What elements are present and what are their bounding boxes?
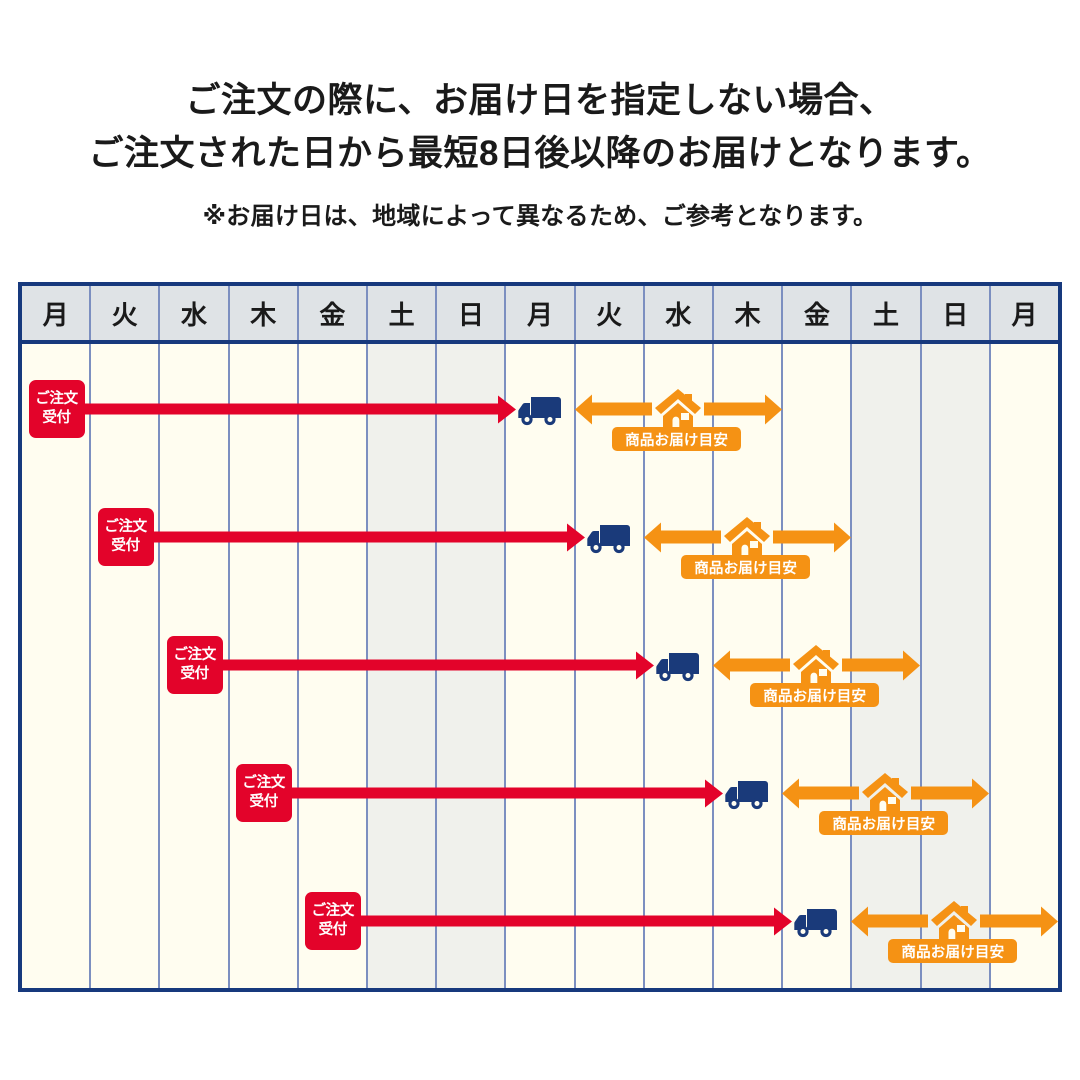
weekday-header-cell: 月 xyxy=(22,286,92,340)
order-badge-line-1: ご注文 xyxy=(311,903,355,919)
order-badge-line-1: ご注文 xyxy=(173,647,216,663)
order-badge-line-1: ご注文 xyxy=(35,391,78,407)
weekday-header-row: 月火水木金土日月火水木金土日月 xyxy=(22,286,1058,344)
delivery-estimate-label: 商品お届け目安 xyxy=(681,555,811,579)
timeline-row: ご注文受付商品お届け目安 xyxy=(22,359,1058,459)
calendar-timeline-rows: ご注文受付商品お届け目安ご注文受付商品お届け目安ご注文受付商品お届け目安ご注文受… xyxy=(22,344,1058,988)
delivery-estimate-label: 商品お届け目安 xyxy=(888,939,1018,963)
delivery-window-left-arrow xyxy=(590,402,653,416)
weekday-header-cell: 日 xyxy=(922,286,991,340)
delivery-window-right-arrow xyxy=(773,530,835,544)
order-badge-line-2: 受付 xyxy=(111,538,140,554)
delivery-truck-icon xyxy=(517,390,563,428)
calendar-grid-body: ご注文受付商品お届け目安ご注文受付商品お届け目安ご注文受付商品お届け目安ご注文受… xyxy=(22,344,1058,988)
weekday-header-cell: 月 xyxy=(1011,299,1038,330)
calendar-column-weekday xyxy=(990,344,1058,988)
order-to-shipping-arrow xyxy=(289,787,707,799)
delivery-estimate-label: 商品お届け目安 xyxy=(612,427,742,451)
delivery-estimate-label: 商品お届け目安 xyxy=(750,683,880,707)
heading-block: ご注文の際に、お届け日を指定しない場合、 ご注文された日から最短8日後以降のお届… xyxy=(0,0,1080,234)
order-badge-line-2: 受付 xyxy=(318,922,348,938)
delivery-window-right-arrow xyxy=(911,786,973,800)
weekday-header-cell: 月 xyxy=(506,286,576,340)
delivery-window-right-arrow xyxy=(842,658,904,672)
heading-note: ※お届け日は、地域によって異なるため、ご参考となります。 xyxy=(202,203,878,230)
delivery-truck-icon xyxy=(586,518,632,556)
order-badge-line-2: 受付 xyxy=(180,666,209,682)
delivery-estimate-label: 商品お届け目安 xyxy=(819,811,949,835)
delivery-window-right-arrow xyxy=(980,914,1042,928)
order-received-badge: ご注文受付 xyxy=(235,764,292,822)
headline-line-2: ご注文された日から最短8日後以降のお届けとなります。 xyxy=(88,134,992,173)
calendar-column-weekday xyxy=(22,344,92,988)
order-badge-line-1: ご注文 xyxy=(104,519,147,535)
timeline-row: ご注文受付商品お届け目安 xyxy=(22,487,1058,587)
order-to-shipping-arrow xyxy=(358,915,776,927)
house-icon xyxy=(930,899,978,943)
house-icon xyxy=(654,387,702,431)
weekday-header-cell: 土 xyxy=(368,286,438,340)
order-received-badge: ご注文受付 xyxy=(304,892,361,950)
weekday-header-cell: 水 xyxy=(645,286,715,340)
weekday-header-cell: 木 xyxy=(714,286,784,340)
weekday-header-cell: 土 xyxy=(852,286,922,340)
delivery-window-right-arrow xyxy=(704,402,766,416)
calendar-column-weekday xyxy=(91,344,161,988)
delivery-schedule-calendar: 月火水木金土日月火水木金土日月 ご注文受付商品お届け目安ご注文受付商品お届け目安… xyxy=(18,282,1062,992)
delivery-window-left-arrow xyxy=(866,914,929,928)
timeline-row: ご注文受付商品お届け目安 xyxy=(22,871,1058,971)
weekday-header-cell: 金 xyxy=(299,286,369,340)
order-received-badge: ご注文受付 xyxy=(97,508,154,566)
timeline-row: ご注文受付商品お届け目安 xyxy=(22,743,1058,843)
delivery-window-left-arrow xyxy=(659,530,722,544)
delivery-truck-icon xyxy=(793,902,839,940)
order-to-shipping-arrow xyxy=(82,403,499,415)
house-icon xyxy=(861,771,909,815)
delivery-truck-icon xyxy=(655,646,701,684)
weekday-header-cell: 木 xyxy=(230,286,299,340)
timeline-row: ご注文受付商品お届け目安 xyxy=(22,615,1058,715)
order-badge-line-2: 受付 xyxy=(42,410,71,426)
order-received-badge: ご注文受付 xyxy=(166,636,223,694)
delivery-window-left-arrow xyxy=(797,786,860,800)
weekday-header-cell: 火 xyxy=(576,286,645,340)
calendar-column-weekend xyxy=(921,344,991,988)
headline-line-1: ご注文の際に、お届け日を指定しない場合、 xyxy=(185,81,895,120)
weekday-header-cell: 火 xyxy=(91,286,161,340)
order-badge-line-2: 受付 xyxy=(249,794,279,810)
delivery-window-left-arrow xyxy=(728,658,791,672)
weekday-header-cell: 日 xyxy=(437,286,507,340)
house-icon xyxy=(723,515,771,559)
order-received-badge: ご注文受付 xyxy=(28,380,85,438)
order-to-shipping-arrow xyxy=(220,659,638,671)
order-badge-line-1: ご注文 xyxy=(242,775,286,791)
weekday-header-cell: 水 xyxy=(160,286,230,340)
order-to-shipping-arrow xyxy=(151,531,569,543)
house-icon xyxy=(792,643,840,687)
delivery-truck-icon xyxy=(724,774,770,812)
weekday-header-cell: 金 xyxy=(783,286,853,340)
